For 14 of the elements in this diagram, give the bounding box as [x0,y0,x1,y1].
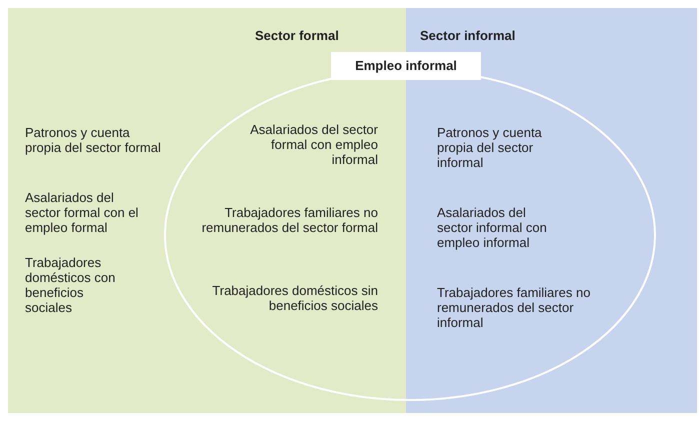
panel-heading: Sector informal [420,28,516,43]
panel-heading: Sector formal [255,28,339,43]
category-text: Trabajadores familiares no remunerados del sector formal [200,205,378,235]
sector-panel [8,8,406,413]
category-text: Patronos y cuenta propia del sector formal [25,125,162,155]
ellipse-heading: Empleo informal [331,52,481,80]
category-text: Trabajadores familiares no remunerados del sector informal [437,285,592,330]
category-text: Asalariados del sector formal con el empleo formal [25,190,140,235]
category-text: Trabajadores domésticos con beneficios sociales [25,255,116,315]
category-text: Trabajadores domésticos sin beneficios sociales [211,283,378,313]
category-text: Asalariados del sector formal con empleo informal [249,122,378,167]
sector-panel [406,8,697,413]
category-text: Asalariados del sector informal con empleo informal [437,205,548,250]
category-text: Patronos y cuenta propia del sector informal [437,125,543,170]
